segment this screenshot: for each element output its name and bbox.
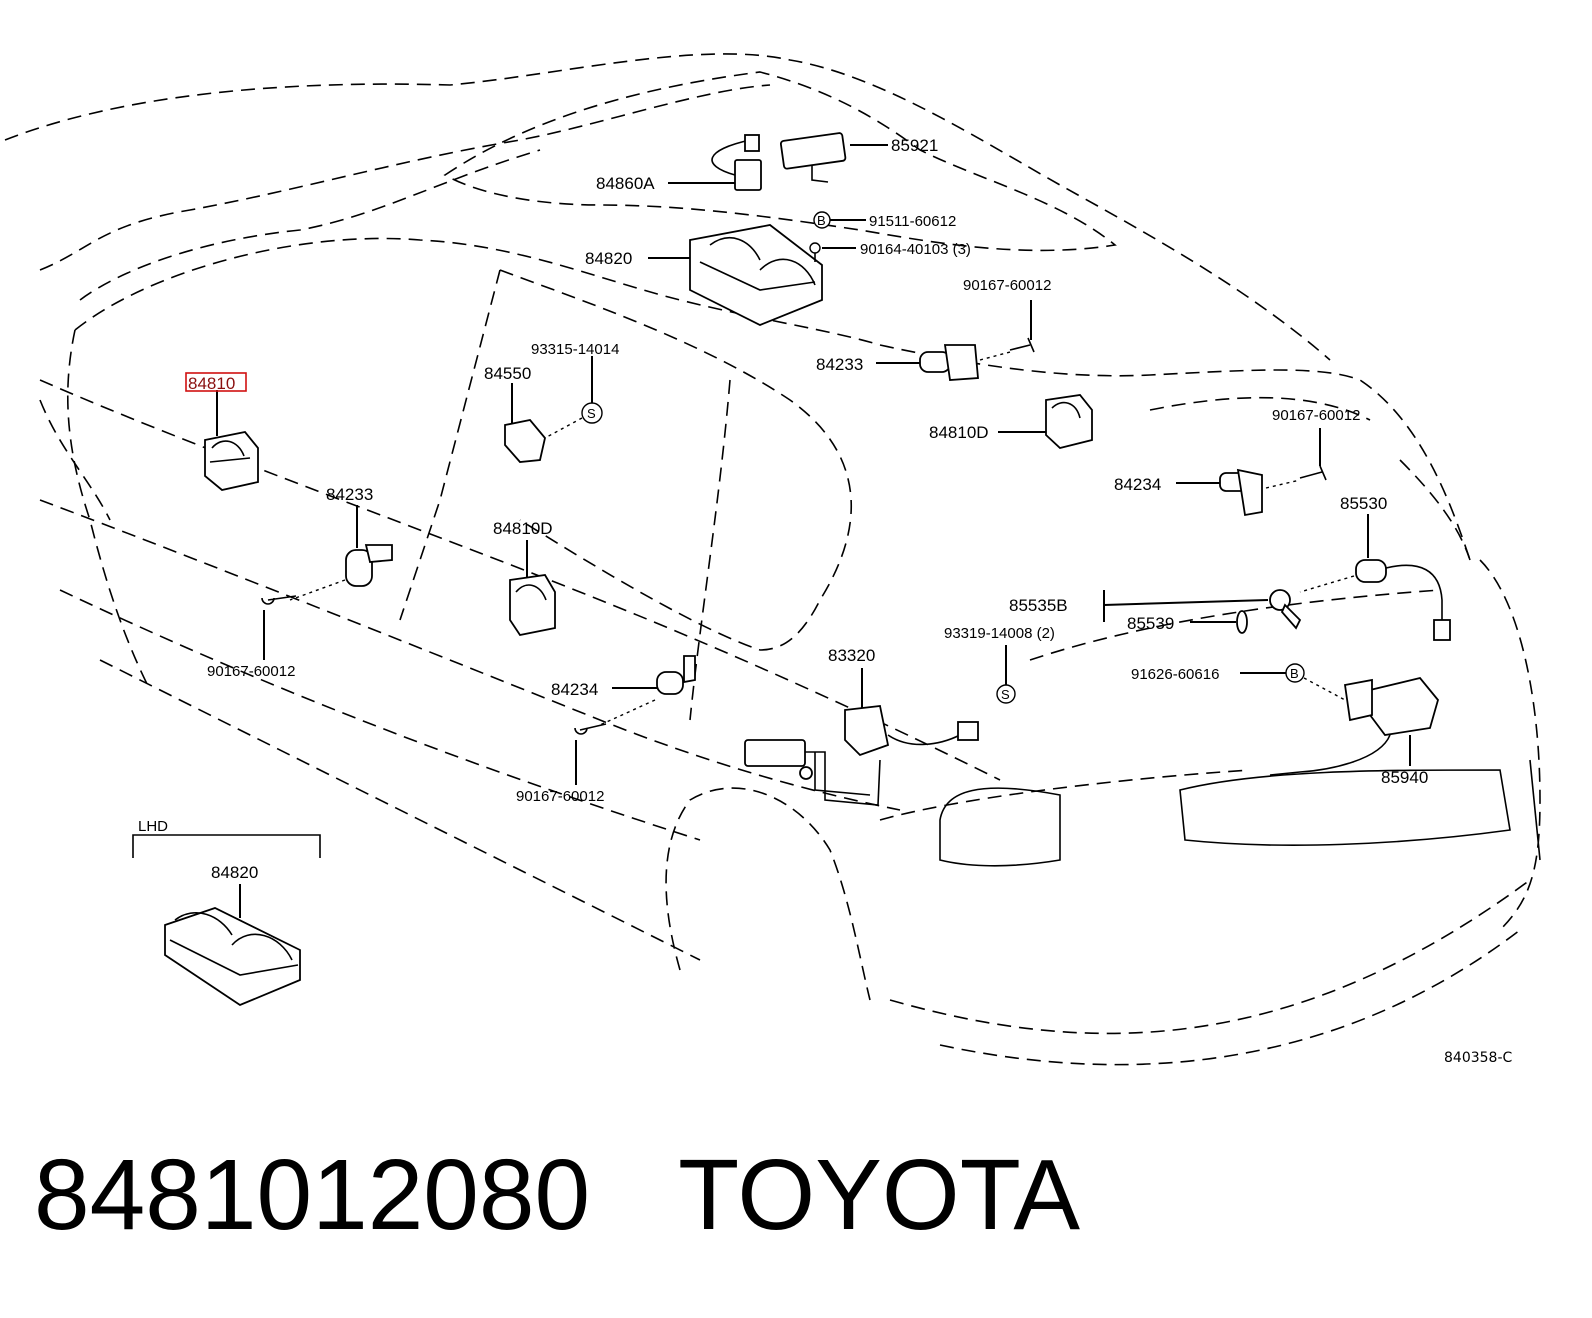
label-91626-60616: 91626-60616 xyxy=(1131,666,1219,683)
screw-s-symbol-left: S xyxy=(587,406,596,421)
part-84233-middle[interactable] xyxy=(261,505,393,660)
part-90164-screw[interactable] xyxy=(809,242,856,262)
label-85535B: 85535B xyxy=(1009,596,1068,615)
parts-diagram: B xyxy=(4,53,1541,1066)
part-91626-bolt[interactable]: B xyxy=(1240,663,1346,701)
label-85530: 85530 xyxy=(1340,494,1387,513)
vehicle-body-outline xyxy=(4,53,1541,1066)
label-83320: 83320 xyxy=(828,646,875,665)
bolt-b-symbol: B xyxy=(817,213,826,228)
label-84810D-upper: 84810D xyxy=(929,423,989,442)
part-85530[interactable] xyxy=(1299,514,1451,641)
part-84234-upper[interactable] xyxy=(1176,428,1327,517)
part-84820-lhd[interactable] xyxy=(164,907,301,1007)
caption-part-number: 8481012080 xyxy=(34,1139,591,1251)
part-84820-main[interactable] xyxy=(648,224,823,326)
caption: 8481012080 TOYOTA xyxy=(34,1140,1080,1250)
label-85921: 85921 xyxy=(891,136,938,155)
label-84810D-middle: 84810D xyxy=(493,519,553,538)
label-84233-middle: 84233 xyxy=(326,485,373,504)
label-84820: 84820 xyxy=(585,249,632,268)
part-84550[interactable] xyxy=(504,383,546,463)
part-83320[interactable] xyxy=(744,668,979,806)
label-84810-highlighted: 84810 xyxy=(188,374,235,393)
part-84860A[interactable] xyxy=(668,134,762,191)
label-84234-upper: 84234 xyxy=(1114,475,1161,494)
part-93315-screw[interactable]: S xyxy=(544,356,603,439)
part-85539[interactable] xyxy=(1190,610,1248,634)
part-84810D-middle[interactable] xyxy=(509,540,556,637)
screw-s-symbol-right: S xyxy=(1001,687,1010,702)
label-84860A: 84860A xyxy=(596,174,655,193)
label-93315-14014: 93315-14014 xyxy=(531,341,619,358)
label-84233-upper: 84233 xyxy=(816,355,863,374)
part-84810-highlighted[interactable] xyxy=(204,390,259,491)
label-85539: 85539 xyxy=(1127,614,1174,633)
label-90167-60012-c: 90167-60012 xyxy=(207,663,295,680)
part-84234-lower[interactable] xyxy=(574,655,696,785)
label-84234-lower: 84234 xyxy=(551,680,598,699)
callout-labels: 85921 84860A 91511-60612 90164-40103 (3)… xyxy=(185,136,1512,1066)
part-85940[interactable] xyxy=(1269,676,1439,776)
label-90167-60012-a: 90167-60012 xyxy=(963,277,1051,294)
label-90167-60012-d: 90167-60012 xyxy=(516,788,604,805)
part-84233-upper[interactable] xyxy=(876,300,1035,381)
bolt-b-symbol-right: B xyxy=(1290,666,1299,681)
rear-lamp-outline xyxy=(939,759,1541,867)
part-84810D-upper[interactable] xyxy=(998,394,1093,449)
label-90164-40103: 90164-40103 (3) xyxy=(860,241,971,258)
label-91511-60612: 91511-60612 xyxy=(869,213,956,230)
diagram-reference: 840358-C xyxy=(1444,1050,1512,1066)
label-84550: 84550 xyxy=(484,364,531,383)
part-91511-bolt[interactable]: B xyxy=(813,211,866,229)
inset-part-label: 84820 xyxy=(211,863,258,882)
inset-lhd: LHD 84820 xyxy=(132,818,321,1007)
label-90167-60012-b: 90167-60012 xyxy=(1272,407,1360,424)
part-85921[interactable] xyxy=(779,132,888,183)
caption-brand: TOYOTA xyxy=(678,1139,1081,1251)
part-85535B[interactable] xyxy=(1103,589,1302,630)
highlight-box xyxy=(185,372,247,392)
label-85940: 85940 xyxy=(1381,768,1428,787)
inset-title: LHD xyxy=(138,818,168,835)
label-93319-14008: 93319-14008 (2) xyxy=(944,625,1055,642)
part-93319-screw[interactable]: S xyxy=(996,645,1016,704)
